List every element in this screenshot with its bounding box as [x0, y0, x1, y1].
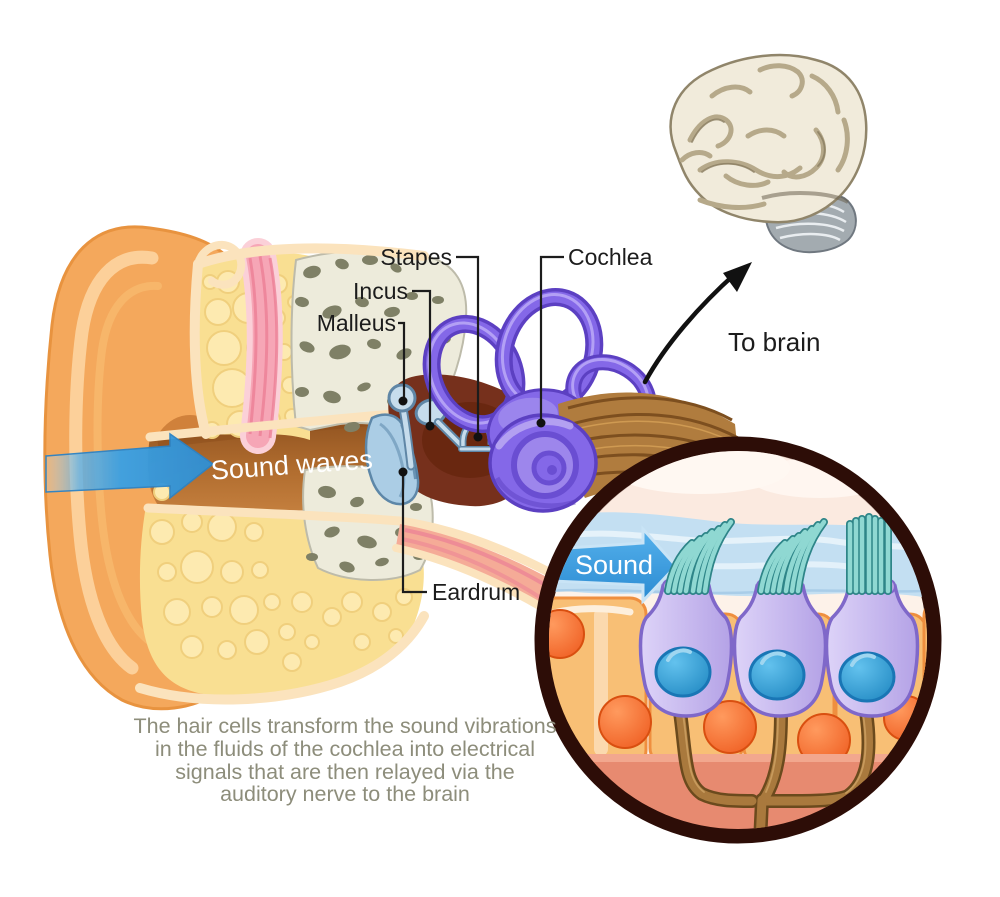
fat-bubbles-lower: [149, 483, 413, 672]
to-brain-label: To brain: [728, 327, 821, 357]
label-cochlea: Cochlea: [568, 244, 653, 270]
cerebrum: [669, 53, 868, 224]
brain-gyri: [679, 63, 850, 210]
hair-cell-nucleus: [748, 649, 806, 701]
label-incus: Incus: [353, 278, 408, 304]
brain-illustration: [669, 53, 868, 254]
hair-cell-1: [638, 579, 734, 718]
figure-caption: The hair cells transform the sound vibra…: [133, 714, 556, 806]
muscle-band: [240, 238, 283, 454]
ear-canal-walls: [143, 409, 590, 597]
to-brain-arrow-icon: [642, 262, 752, 385]
label-malleus: Malleus: [317, 310, 396, 336]
inset-sound-arrow-icon: [550, 525, 679, 605]
stereocilia-bundle-2: [757, 518, 828, 595]
leader-lines: [398, 255, 564, 594]
sound-wave-arrow-icon: [45, 432, 215, 500]
skin-border: [189, 240, 429, 439]
brain-gyri-detail: [691, 118, 826, 173]
hair-cell-3: [824, 579, 920, 718]
label-eardrum: Eardrum: [432, 579, 520, 605]
hair-cell-nucleus: [838, 651, 896, 703]
stereocilia-bundle-1: [664, 518, 735, 595]
cochlea-spiral: [488, 413, 598, 513]
caption-line-2: in the fluids of the cochlea into electr…: [155, 737, 535, 761]
label-stapes: Stapes: [380, 244, 452, 270]
inset-sound-label: Sound: [575, 550, 653, 580]
malleus-bone: [387, 383, 417, 471]
caption-line-3: signals that are then relayed via the: [175, 760, 514, 784]
caption-line-4: auditory nerve to the brain: [220, 782, 470, 806]
caption-line-1: The hair cells transform the sound vibra…: [133, 714, 556, 738]
leader-dots: [398, 396, 546, 477]
stereocilia-bundle-3: [846, 513, 892, 595]
hair-cell-nucleus: [654, 646, 712, 698]
epithelium-nuclei: [549, 609, 927, 767]
